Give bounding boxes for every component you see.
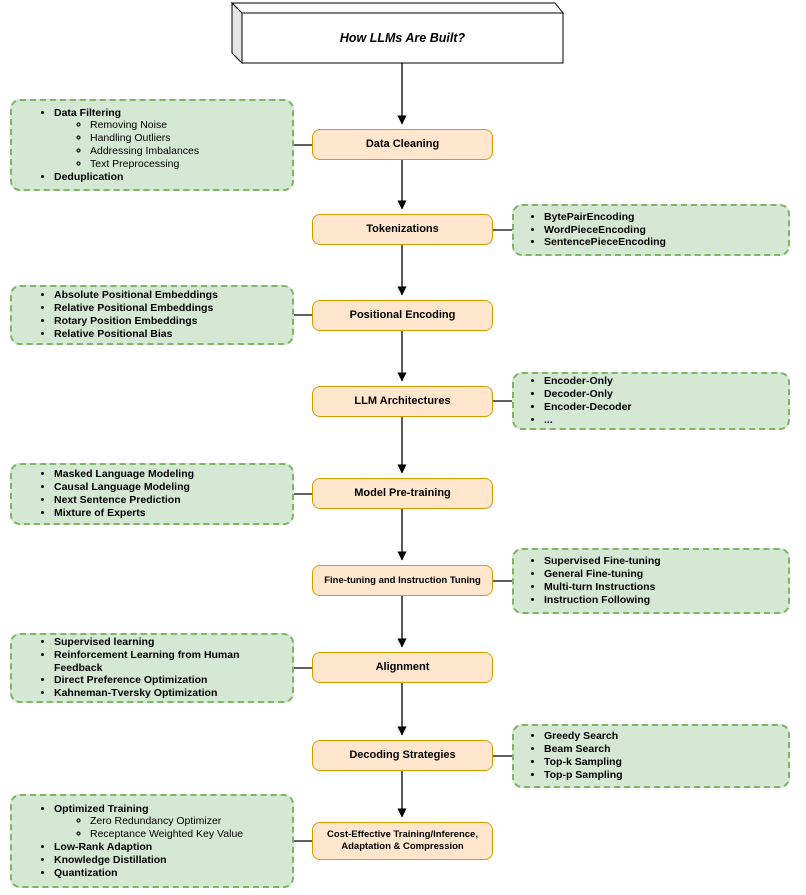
details-fine-tuning: Supervised Fine-tuningGeneral Fine-tunin… (512, 548, 790, 614)
side-box-item: Encoder-Only (544, 375, 784, 388)
details-model-pre-training: Masked Language ModelingCausal Language … (10, 463, 294, 525)
details-positional-encoding: Absolute Positional EmbeddingsRelative P… (10, 285, 294, 345)
side-box-item: Deduplication (54, 171, 288, 184)
details-cost-effective: Optimized TrainingZero Redundancy Optimi… (10, 794, 294, 888)
side-box-item: Knowledge Distillation (54, 854, 288, 867)
details-alignment: Supervised learningReinforcement Learnin… (10, 633, 294, 703)
stage-data-cleaning: Data Cleaning (312, 129, 493, 160)
side-box-item: Encoder-Decoder (544, 401, 784, 414)
details-data-cleaning: Data FilteringRemoving NoiseHandling Out… (10, 99, 294, 191)
side-box-list: Absolute Positional EmbeddingsRelative P… (12, 289, 288, 340)
side-box-list: Greedy SearchBeam SearchTop-k SamplingTo… (514, 730, 784, 781)
side-box-item: Supervised Fine-tuning (544, 555, 784, 568)
side-box-list: Data FilteringRemoving NoiseHandling Out… (12, 107, 288, 184)
title-cube-top-face (230, 2, 565, 14)
stage-positional-encoding: Positional Encoding (312, 300, 493, 331)
side-box-item: Masked Language Modeling (54, 468, 288, 481)
title-cube-left-face (231, 1, 243, 65)
side-box-item: Greedy Search (544, 730, 784, 743)
side-box-list: Masked Language ModelingCausal Language … (12, 468, 288, 519)
side-box-list: Supervised Fine-tuningGeneral Fine-tunin… (514, 555, 784, 606)
side-box-list: Supervised learningReinforcement Learnin… (12, 636, 288, 700)
details-tokenizations: BytePairEncodingWordPieceEncodingSentenc… (512, 204, 790, 256)
side-box-item: BytePairEncoding (544, 211, 784, 224)
side-box-item: Next Sentence Prediction (54, 494, 288, 507)
side-box-item: Multi-turn Instructions (544, 581, 784, 594)
stage-decoding-strategies: Decoding Strategies (312, 740, 493, 771)
stage-model-pre-training: Model Pre-training (312, 478, 493, 509)
side-box-item: Causal Language Modeling (54, 481, 288, 494)
side-box-item: Quantization (54, 867, 288, 880)
stage-fine-tuning: Fine-tuning and Instruction Tuning (312, 565, 493, 596)
side-box-item: Supervised learning (54, 636, 288, 649)
side-box-item: Beam Search (544, 743, 784, 756)
side-box-item: Top-k Sampling (544, 756, 784, 769)
diagram-title: How LLMs Are Built? (339, 31, 466, 45)
side-box-list: Encoder-OnlyDecoder-OnlyEncoder-Decoder.… (514, 375, 784, 426)
side-box-subitem: Text Preprocessing (90, 158, 288, 171)
side-box-item: Data FilteringRemoving NoiseHandling Out… (54, 107, 288, 171)
side-box-subitem: Removing Noise (90, 119, 288, 132)
side-box-item: Instruction Following (544, 594, 784, 607)
side-box-item: Kahneman-Tversky Optimization (54, 687, 288, 700)
side-box-item: Reinforcement Learning from Human Feedba… (54, 649, 288, 675)
side-box-item: Rotary Position Embeddings (54, 315, 288, 328)
stage-tokenizations: Tokenizations (312, 214, 493, 245)
side-box-item: Low-Rank Adaption (54, 841, 288, 854)
side-box-subitem: Zero Redundancy Optimizer (90, 815, 288, 828)
side-box-item: General Fine-tuning (544, 568, 784, 581)
side-box-item: Mixture of Experts (54, 507, 288, 520)
side-box-item: Relative Positional Bias (54, 328, 288, 341)
details-llm-architectures: Encoder-OnlyDecoder-OnlyEncoder-Decoder.… (512, 372, 790, 430)
stage-cost-effective: Cost-Effective Training/Inference, Adapt… (312, 822, 493, 860)
side-box-list: Optimized TrainingZero Redundancy Optimi… (12, 803, 288, 880)
side-box-sublist: Zero Redundancy OptimizerReceptance Weig… (54, 815, 288, 841)
side-box-list: BytePairEncodingWordPieceEncodingSentenc… (514, 211, 784, 249)
side-box-item: ... (544, 414, 784, 427)
side-box-subitem: Handling Outliers (90, 132, 288, 145)
side-box-subitem: Receptance Weighted Key Value (90, 828, 288, 841)
side-box-item: Direct Preference Optimization (54, 674, 288, 687)
side-box-item: Top-p Sampling (544, 769, 784, 782)
side-box-subitem: Addressing Imbalances (90, 145, 288, 158)
side-box-item: Relative Positional Embeddings (54, 302, 288, 315)
side-box-item: Decoder-Only (544, 388, 784, 401)
side-box-item: Optimized TrainingZero Redundancy Optimi… (54, 803, 288, 841)
side-box-item: WordPieceEncoding (544, 224, 784, 237)
side-box-item: SentencePieceEncoding (544, 236, 784, 249)
stage-llm-architectures: LLM Architectures (312, 386, 493, 417)
stage-alignment: Alignment (312, 652, 493, 683)
side-box-item: Absolute Positional Embeddings (54, 289, 288, 302)
details-decoding-strategies: Greedy SearchBeam SearchTop-k SamplingTo… (512, 724, 790, 788)
side-box-sublist: Removing NoiseHandling OutliersAddressin… (54, 119, 288, 170)
